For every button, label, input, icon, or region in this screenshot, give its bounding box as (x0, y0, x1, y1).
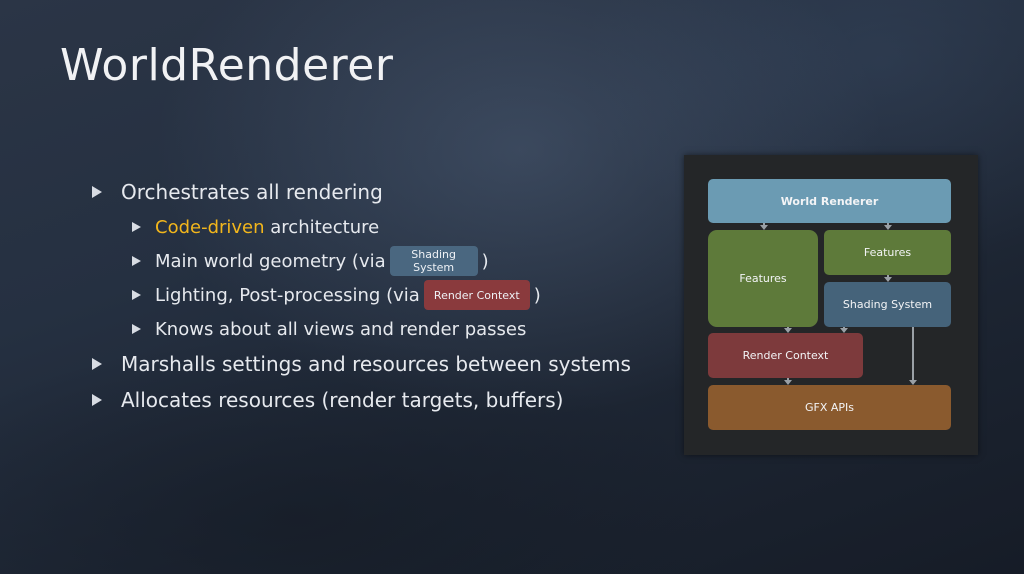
bullet-arrow-icon (92, 186, 102, 198)
bullet-arrow-icon (132, 324, 141, 334)
arrow-features-to-render-context (784, 327, 792, 333)
bullet-text: Allocates resources (render targets, buf… (121, 388, 564, 412)
bullet-text: Lighting, Post-processing (via (155, 284, 420, 306)
slide-title: WorldRenderer (60, 40, 394, 91)
bullet-orchestrates: Orchestrates all rendering (92, 174, 672, 210)
bullet-list: Orchestrates all rendering Code-driven a… (92, 174, 672, 418)
arrow-world-to-features (760, 223, 768, 230)
bullet-allocates: Allocates resources (render targets, buf… (92, 382, 672, 418)
bullet-arrow-icon (132, 222, 141, 232)
arrow-world-to-features-right (884, 223, 892, 230)
arrow-render-context-to-gfx (784, 378, 792, 385)
bullet-lighting: Lighting, Post-processing (via Render Co… (92, 278, 672, 312)
bullet-text: Main world geometry (via (155, 250, 386, 272)
gfx-apis-box: GFX APIs (708, 385, 951, 430)
bullet-arrow-icon (132, 256, 141, 266)
bullet-code-driven: Code-driven architecture (92, 210, 672, 244)
bullet-arrow-icon (92, 358, 102, 370)
world-renderer-box: World Renderer (708, 179, 951, 223)
bullet-text: Knows about all views and render passes (155, 318, 527, 340)
arrow-shading-to-gfx (909, 327, 917, 385)
bullet-text: Orchestrates all rendering (121, 180, 383, 204)
arrow-shading-to-render-context (840, 327, 848, 333)
bullet-text: Marshalls settings and resources between… (121, 352, 631, 376)
bullet-text: ) (481, 250, 489, 272)
bullet-marshalls: Marshalls settings and resources between… (92, 346, 672, 382)
bullet-views: Knows about all views and render passes (92, 312, 672, 346)
bullet-text: ) (533, 284, 541, 306)
shading-system-pill: Shading System (389, 246, 478, 276)
shading-system-box: Shading System (824, 282, 951, 327)
render-context-box: Render Context (708, 333, 863, 378)
bullet-world-geometry: Main world geometry (via Shading System … (92, 244, 672, 278)
render-context-pill: Render Context (423, 280, 530, 310)
features-right-box: Features (824, 230, 951, 275)
highlight-text: Code-driven (155, 216, 265, 238)
bullet-text: architecture (264, 216, 380, 238)
features-left-box: Features (708, 230, 818, 327)
bullet-arrow-icon (92, 394, 102, 406)
arrow-features-to-shading (884, 275, 892, 282)
bullet-arrow-icon (132, 290, 141, 300)
architecture-diagram: World Renderer Features Features Shading… (684, 155, 978, 455)
